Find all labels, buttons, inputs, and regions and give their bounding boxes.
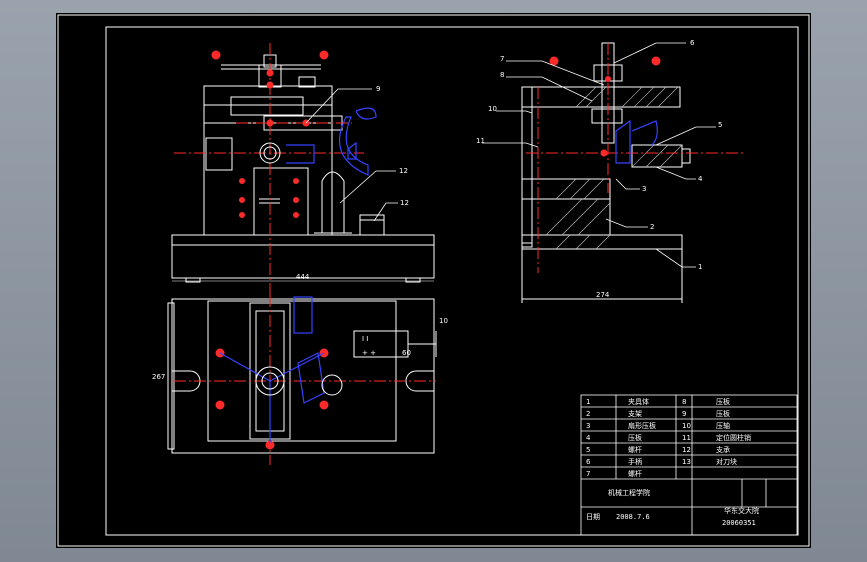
- parts-cell-name2: 压轴: [716, 421, 730, 430]
- callout-5: 5: [718, 121, 722, 129]
- parts-cell-no: 4: [586, 434, 591, 442]
- parts-cell-no2: 12: [682, 446, 691, 454]
- parts-cell-name: 螺杆: [628, 445, 642, 454]
- parts-cell-no: 7: [586, 470, 590, 478]
- table-school: 华东交大院: [724, 506, 759, 515]
- front-leaders: [305, 88, 398, 222]
- table-date: 2008.7.6: [616, 513, 650, 521]
- plan-base: [171, 298, 435, 454]
- drawing-canvas: 9 12 12 444: [57, 14, 810, 547]
- plan-workpiece: [219, 296, 325, 443]
- parts-cell-name2: 定位圆柱销: [716, 433, 751, 442]
- side-leaders: [482, 42, 716, 268]
- callout-2: 2: [650, 223, 654, 231]
- parts-cell-no2: 13: [682, 458, 691, 466]
- parts-cell-name: 扇形压板: [628, 421, 656, 430]
- parts-cell-no2: 8: [682, 398, 686, 406]
- callout-3: 3: [642, 185, 646, 193]
- drawing-sheet[interactable]: 9 12 12 444: [56, 13, 811, 548]
- front-view: [171, 54, 435, 283]
- callout-1: 1: [698, 263, 702, 271]
- table-student-id: 20060351: [722, 519, 756, 527]
- parts-cell-no: 6: [586, 458, 591, 466]
- parts-cell-no: 1: [586, 398, 590, 406]
- parts-table: [580, 394, 798, 536]
- parts-cell-name: 螺杆: [628, 469, 642, 478]
- pos-box-top: I I: [362, 335, 368, 343]
- parts-cell-name2: 支承: [716, 445, 730, 454]
- parts-cell-no2: 11: [682, 434, 691, 442]
- parts-cell-no: 3: [586, 422, 590, 430]
- front-base-plate: [171, 234, 435, 279]
- table-college: 机械工程学院: [608, 488, 650, 497]
- dim-plan-v: 10: [439, 317, 448, 325]
- plan-centerlines: [174, 295, 436, 465]
- parts-cell-name: 手柄: [628, 457, 642, 466]
- callout-8: 8: [500, 71, 504, 79]
- pos-box-bottom: + +: [362, 349, 376, 357]
- callout-6: 6: [690, 39, 695, 47]
- parts-cell-name2: 压板: [716, 397, 730, 406]
- parts-cell-no: 2: [586, 410, 590, 418]
- dim-side-width: 274: [596, 291, 610, 299]
- parts-cell-no: 5: [586, 446, 590, 454]
- front-workpiece: [286, 107, 377, 176]
- parts-cell-name2: 对刀块: [716, 457, 737, 466]
- parts-cell-name: 夹具体: [628, 397, 649, 406]
- front-centerlines: [174, 43, 364, 295]
- outer-frame: [57, 14, 810, 547]
- dim-front-width: 444: [296, 273, 310, 281]
- parts-cell-name: 支架: [628, 409, 642, 418]
- side-centerlines: [526, 43, 746, 273]
- inner-frame: [105, 26, 799, 536]
- callout-12b: 12: [400, 199, 409, 207]
- callout-9: 9: [376, 85, 380, 93]
- parts-cell-name: 压板: [628, 433, 642, 442]
- dim-plan-h: 60: [402, 349, 411, 357]
- callout-11: 11: [476, 137, 485, 145]
- callout-10: 10: [488, 105, 497, 113]
- callout-7: 7: [500, 55, 504, 63]
- callout-4: 4: [698, 175, 703, 183]
- parts-cell-no2: 9: [682, 410, 686, 418]
- side-workpiece: [615, 119, 658, 164]
- side-red: [549, 56, 661, 157]
- dim-plan-depth: 267: [152, 373, 165, 381]
- side-view: [521, 42, 691, 303]
- front-body: [203, 85, 333, 236]
- plan-view: [167, 298, 437, 454]
- callout-12a: 12: [399, 167, 408, 175]
- parts-rows: 1 夹具体 8 压板 2 支架 9 压板 3 扇形压板 10 压轴 4 压板 11 定位圆柱销 5 螺杆 12 支承 6…: [586, 397, 751, 478]
- parts-cell-no2: 10: [682, 422, 691, 430]
- table-date-label: 日期: [586, 513, 600, 521]
- side-hatch: [545, 86, 683, 250]
- side-base: [521, 234, 683, 250]
- parts-cell-name2: 压板: [716, 409, 730, 418]
